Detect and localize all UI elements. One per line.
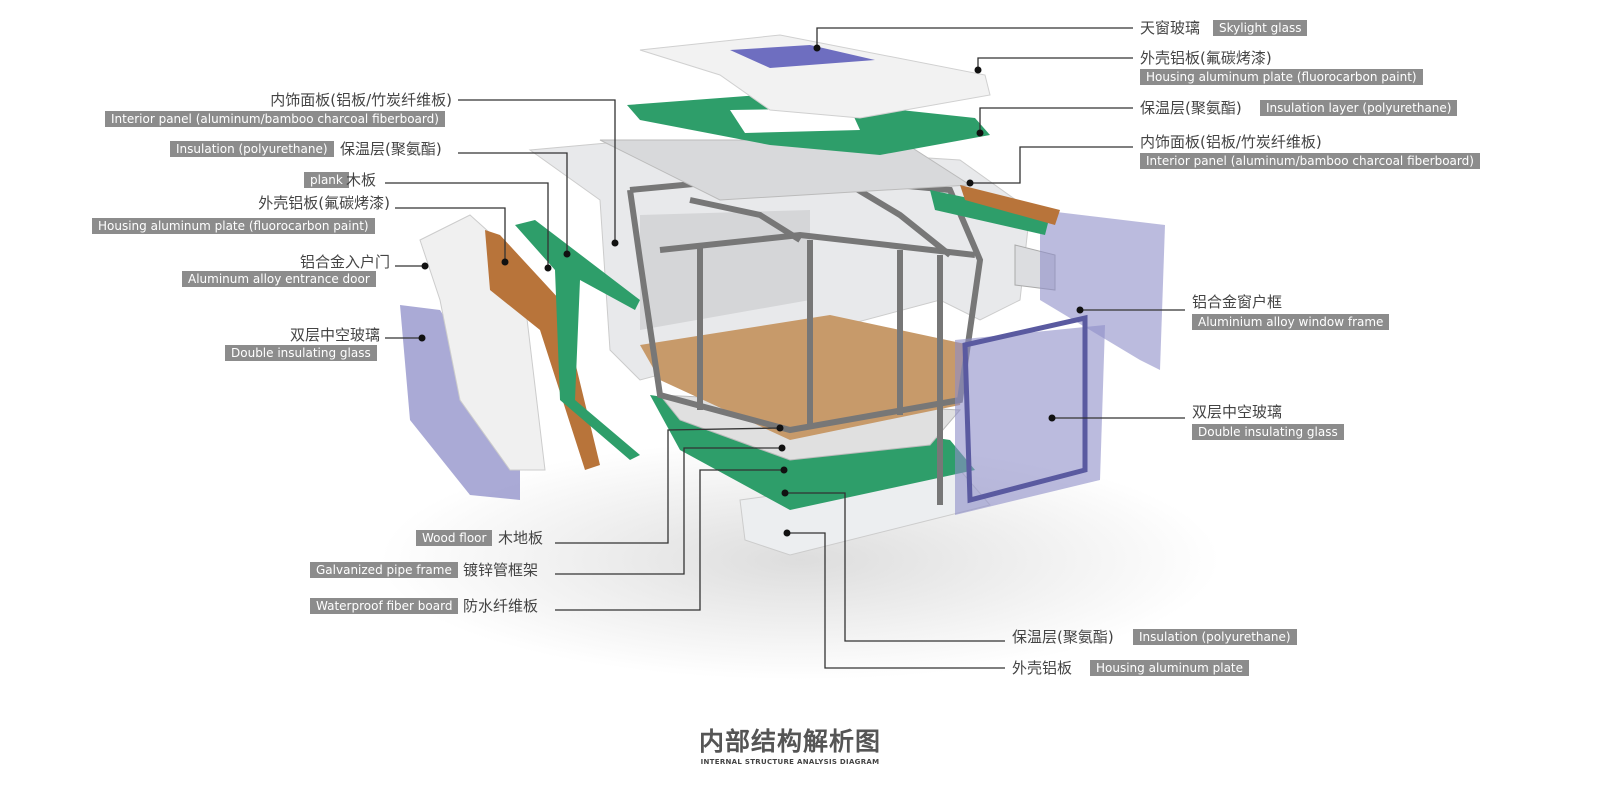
tag-bottom-insulation-en: Insulation (polyurethane) bbox=[1133, 629, 1297, 645]
right-double-glass bbox=[955, 325, 1105, 515]
tag-right-glass-en: Double insulating glass bbox=[1192, 424, 1344, 440]
label-bottom-housing-cn: 外壳铝板 bbox=[1012, 659, 1073, 677]
tag-bottom-housing-en: Housing aluminum plate bbox=[1090, 660, 1250, 676]
tag-entrance-door-en: Aluminum alloy entrance door bbox=[182, 271, 376, 287]
label-skylight-cn: 天窗玻璃 bbox=[1140, 19, 1201, 37]
label-entrance-door-cn: 铝合金入户门 bbox=[299, 253, 390, 271]
label-left-insulation-cn: 保温层(聚氨酯) bbox=[340, 140, 442, 158]
label-bottom-insulation-cn: 保温层(聚氨酯) bbox=[1012, 628, 1114, 646]
left-insulation-board bbox=[515, 220, 640, 460]
window-frame bbox=[962, 314, 1088, 504]
right-upper-glass bbox=[1040, 210, 1165, 370]
diagram-title: 内部结构解析图 bbox=[698, 727, 881, 756]
label-plank-cn: 木板 bbox=[346, 171, 377, 189]
tag-left-glass-en: Double insulating glass bbox=[225, 345, 377, 361]
label-right-glass-cn: 双层中空玻璃 bbox=[1192, 403, 1283, 421]
skylight-glass bbox=[730, 45, 875, 68]
tag-right-interior-en: Interior panel (aluminum/bamboo charcoal… bbox=[1140, 153, 1480, 169]
wood-plank bbox=[485, 230, 600, 470]
tag-left-housing-en: Housing aluminum plate (fluorocarbon pai… bbox=[92, 218, 375, 234]
tag-roof-insulation-en: Insulation layer (polyurethane) bbox=[1260, 100, 1458, 116]
right-plank-strip bbox=[960, 185, 1060, 225]
tag-left-insulation-en: Insulation (polyurethane) bbox=[170, 141, 334, 157]
tag-waterproof-en: Waterproof fiber board bbox=[310, 598, 459, 614]
tag-roof-housing-en: Housing aluminum plate (fluorocarbon pai… bbox=[1140, 69, 1423, 85]
tag-pipe-frame-en: Galvanized pipe frame bbox=[310, 562, 458, 578]
label-roof-housing-cn: 外壳铝板(氟碳烤漆) bbox=[1140, 49, 1272, 67]
label-left-housing-cn: 外壳铝板(氟碳烤漆) bbox=[258, 194, 390, 212]
label-window-frame-cn: 铝合金窗户框 bbox=[1192, 293, 1283, 311]
right-insulation-strip bbox=[930, 190, 1050, 235]
label-roof-insulation-cn: 保温层(聚氨酯) bbox=[1140, 99, 1242, 117]
tag-left-interior-en: Interior panel (aluminum/bamboo charcoal… bbox=[105, 111, 445, 127]
roof-housing-plate bbox=[639, 34, 991, 119]
label-right-interior-cn: 内饰面板(铝板/竹炭纤维板) bbox=[1140, 133, 1322, 151]
tag-skylight-en: Skylight glass bbox=[1213, 20, 1308, 36]
label-waterproof-cn: 防水纤维板 bbox=[463, 597, 539, 615]
label-pipe-frame-cn: 镀锌管框架 bbox=[463, 561, 539, 579]
tag-plank-en: plank bbox=[304, 172, 349, 188]
leader-lines bbox=[385, 27, 1185, 669]
diagram-subtitle: INTERNAL STRUCTURE ANALYSIS DIAGRAM bbox=[700, 758, 880, 766]
label-wood-floor-cn: 木地板 bbox=[498, 529, 544, 547]
label-left-glass-cn: 双层中空玻璃 bbox=[289, 326, 380, 344]
leader-dots bbox=[418, 44, 1084, 537]
left-double-glass bbox=[400, 305, 520, 500]
tag-wood-floor-en: Wood floor bbox=[416, 530, 493, 546]
tag-window-frame-en: Aluminium alloy window frame bbox=[1192, 314, 1390, 330]
label-left-interior-cn: 内饰面板(铝板/竹炭纤维板) bbox=[270, 91, 452, 109]
